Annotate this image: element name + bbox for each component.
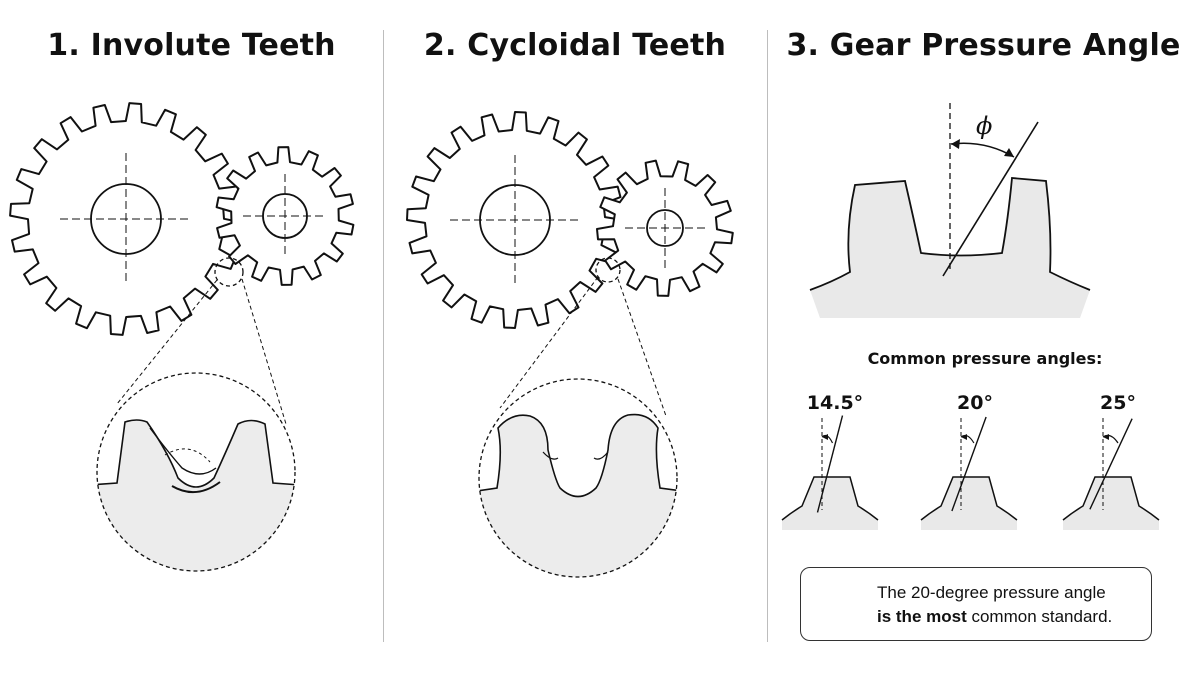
involute-magnifier [96,257,296,572]
involute-large-gear [9,102,243,336]
angle-label-25: 25° [1100,392,1136,414]
note-line-1: The 20-degree pressure angle [877,583,1106,602]
note-box: The 20-degree pressure angle is the most… [800,567,1152,641]
cycloidal-small-gear [596,159,734,297]
note-text: The 20-degree pressure angle is the most… [877,581,1112,629]
panel-pressure-angle: 3. Gear Pressure Angle [767,0,1200,675]
panel-title-involute: 1. Involute Teeth [47,28,336,63]
panel-divider-2 [767,30,768,642]
cycloidal-magnifier [478,257,678,578]
panel-involute: 1. Involute Teeth [0,0,383,675]
pressure-angle-example-3 [1062,418,1160,530]
pressure-angle-example-2 [920,416,1018,530]
panel-title-pressure-angle: 3. Gear Pressure Angle [786,28,1181,63]
pressure-angle-example-1 [781,415,879,530]
pressure-angle-diagram [809,103,1091,318]
panel-cycloidal: 2. Cycloidal Teeth [383,0,767,675]
common-angles-title: Common pressure angles: [867,349,1103,368]
panel-title-cycloidal: 2. Cycloidal Teeth [423,28,727,63]
panel-divider-1 [383,30,384,642]
angle-label-14-5: 14.5° [806,392,864,414]
angle-label-20: 20° [957,392,993,414]
phi-symbol: ϕ [976,112,993,140]
note-line-2-bold: is the most [877,607,967,626]
cycloidal-large-gear [406,111,624,329]
involute-small-gear [215,146,355,286]
note-line-2-rest: common standard. [966,607,1113,626]
